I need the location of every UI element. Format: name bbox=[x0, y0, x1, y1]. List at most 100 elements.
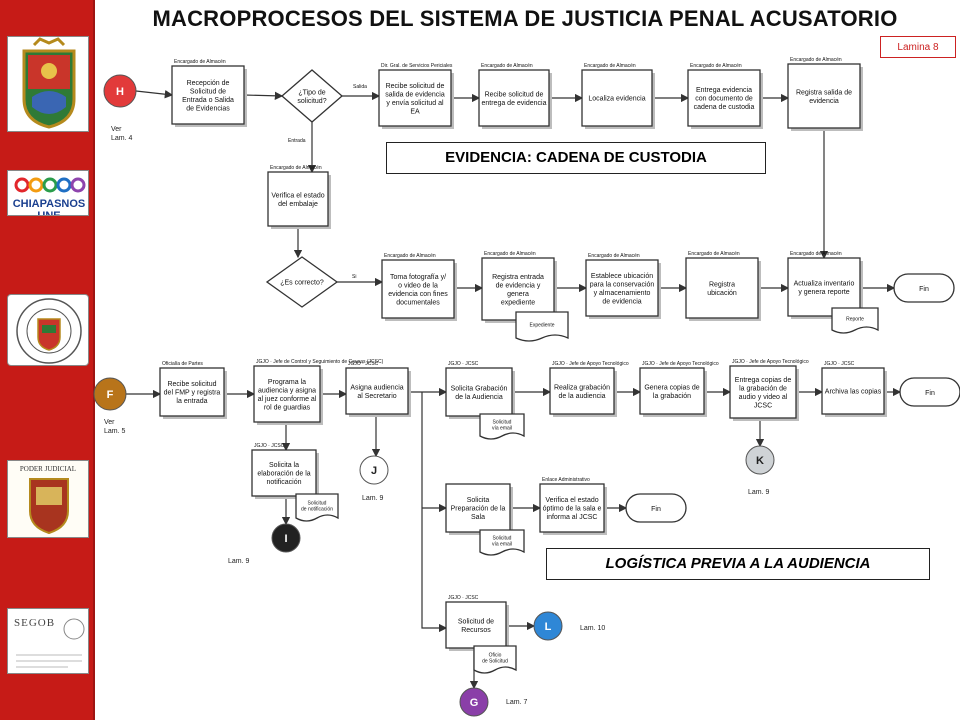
terminal-fin-sala-text: Fin bbox=[651, 506, 661, 513]
node-asigna-text: Asigna audiencia bbox=[350, 384, 403, 391]
connector-j-label: J bbox=[371, 465, 377, 477]
node-toma-text: o video de la bbox=[398, 282, 438, 289]
node-registra-ubic-role: Encargado de Almacén bbox=[688, 251, 740, 257]
node-establece-text: para la conservación bbox=[590, 281, 655, 288]
connector-g-label: G bbox=[470, 697, 479, 709]
terminal-fin-top-text: Fin bbox=[919, 286, 929, 293]
node-entrega-copias-text: Entrega copias de bbox=[735, 377, 792, 384]
node-recibe-dir: Dir. Gral. de Servicios PericialesRecibe… bbox=[378, 63, 454, 129]
node-entrega-copias: JGJO · Jefe de Apoyo TecnológicoEntrega … bbox=[729, 359, 809, 421]
node-toma-text: Toma fotografía y/ bbox=[390, 274, 446, 281]
node-entrega-copias-text: JCSC bbox=[754, 402, 772, 409]
node-registra-entrada-text: Registra entrada bbox=[492, 274, 544, 281]
node-recibe-dir-text: Recibe solicitud de bbox=[386, 83, 445, 90]
connector-k: K bbox=[745, 445, 775, 475]
doc-reporte: Reporte bbox=[831, 307, 879, 334]
node-notificacion-text: elaboración de la bbox=[257, 471, 310, 478]
node-recibe-fmp-text: la entrada bbox=[176, 398, 207, 405]
node-toma-role: Encargado de Almacén bbox=[384, 253, 436, 259]
page-title: MACROPROCESOS DEL SISTEMA DE JUSTICIA PE… bbox=[152, 6, 898, 31]
node-verifica-sala-text: óptimo de la sala e bbox=[543, 506, 602, 513]
node-localiza-text: Localiza evidencia bbox=[588, 96, 645, 103]
ref-f: Ver Lam. 5 bbox=[104, 419, 126, 435]
node-realiza-role: JGJO · Jefe de Apoyo Tecnológico bbox=[552, 361, 629, 367]
node-verifica-sala-role: Enlace Administrativo bbox=[542, 477, 590, 483]
node-grabacion-text: Solicita Grabación bbox=[451, 385, 508, 392]
node-programa-text: al juez conforme al bbox=[258, 396, 317, 403]
doc-expediente: Expediente bbox=[515, 311, 569, 342]
ref-l: Lam. 10 bbox=[580, 625, 606, 632]
node-asigna-role: JGJO · JCSC bbox=[348, 361, 379, 367]
doc-expediente-text: Expediente bbox=[529, 323, 554, 329]
segob-text: SEGOB bbox=[14, 617, 56, 629]
node-recepcion-text: Entrada o Salida bbox=[182, 97, 234, 104]
connector-f: F bbox=[93, 377, 127, 411]
node-recibe-fmp-text: del FMP y registra bbox=[164, 390, 221, 397]
node-notificacion-text: notificación bbox=[266, 479, 301, 486]
node-realiza-text: Realiza grabación bbox=[554, 384, 610, 391]
node-archiva-role: JGJO · JCSC bbox=[824, 361, 855, 367]
node-entrega-text: con documento de bbox=[695, 96, 753, 103]
node-asigna-text: al Secretario bbox=[357, 393, 396, 400]
node-registra-salida-text: Registra salida de bbox=[796, 89, 852, 96]
node-entrega-copias-role: JGJO · Jefe de Apoyo Tecnológico bbox=[732, 359, 809, 365]
node-registra-entrada-text: genera bbox=[507, 291, 529, 298]
node-establece-text: y almacenamiento bbox=[594, 290, 651, 297]
ref-h: Ver Lam. 4 bbox=[111, 126, 133, 142]
decision-correcto-text: ¿Es correcto? bbox=[280, 280, 324, 287]
evidencia-banner: EVIDENCIA: CADENA DE CUSTODIA bbox=[386, 142, 766, 174]
doc-solicitud-email-2-text: vía email bbox=[492, 542, 512, 548]
terminal-fin-sala: Fin bbox=[625, 493, 687, 523]
node-recibe-fmp-role: Oficialía de Partes bbox=[162, 361, 203, 367]
ref-j: Lam. 9 bbox=[362, 495, 384, 502]
connector-i-label: I bbox=[284, 533, 287, 545]
node-notificacion-text: Solicita la bbox=[269, 462, 299, 469]
label-si: Si bbox=[352, 274, 356, 280]
node-toma-text: documentales bbox=[396, 299, 440, 306]
node-registra-entrada-text: de evidencia y bbox=[496, 282, 541, 289]
node-actualiza-text: Actualiza inventario bbox=[794, 280, 855, 287]
connector-f-label: F bbox=[107, 389, 114, 401]
node-recepcion-role: Encargado de Almacén bbox=[174, 59, 226, 65]
node-verifica-sala-text: informa al JCSC bbox=[547, 514, 598, 521]
doc-solicitud-notif-text: Solicitud bbox=[308, 501, 327, 507]
sidebar: CHIAPASNOS UNE PODER JUDICIAL SEGOB bbox=[0, 0, 95, 720]
ref-k: Lam. 9 bbox=[748, 489, 770, 496]
node-actualiza-text: y genera reporte bbox=[798, 289, 849, 296]
node-copias-text: la grabación bbox=[653, 393, 691, 400]
terminal-fin-bottom-text: Fin bbox=[925, 390, 935, 397]
node-registra-entrada-text: expediente bbox=[501, 299, 535, 306]
terminal-fin-top: Fin bbox=[893, 273, 955, 303]
doc-oficio-text: de Solicitud bbox=[482, 659, 508, 665]
node-recibe-dir-text: y envía solicitud al bbox=[386, 100, 444, 107]
node-preparacion-text: Solicita bbox=[467, 497, 490, 504]
node-grabacion-text: de la Audiencia bbox=[455, 394, 503, 401]
node-programa-text: Programa la bbox=[268, 379, 306, 386]
node-verifica-text: del embalaje bbox=[278, 201, 318, 208]
node-establece-role: Encargado de Almacén bbox=[588, 253, 640, 259]
node-copias-text: Genera copias de bbox=[644, 384, 699, 391]
node-preparacion-text: Sala bbox=[471, 514, 485, 521]
poder-judicial-logo: PODER JUDICIAL bbox=[7, 460, 89, 538]
node-copias-role: JGJO · Jefe de Apoyo Tecnológico bbox=[642, 361, 719, 367]
node-recursos-text: Recursos bbox=[461, 627, 491, 634]
node-recursos-role: JGJO · JCSC bbox=[448, 595, 479, 601]
ref-g: Lam. 7 bbox=[506, 699, 528, 706]
node-recibe-entrega-text: entrega de evidencia bbox=[482, 100, 547, 107]
node-notificacion-role: JGJO · JCSC bbox=[254, 443, 285, 449]
